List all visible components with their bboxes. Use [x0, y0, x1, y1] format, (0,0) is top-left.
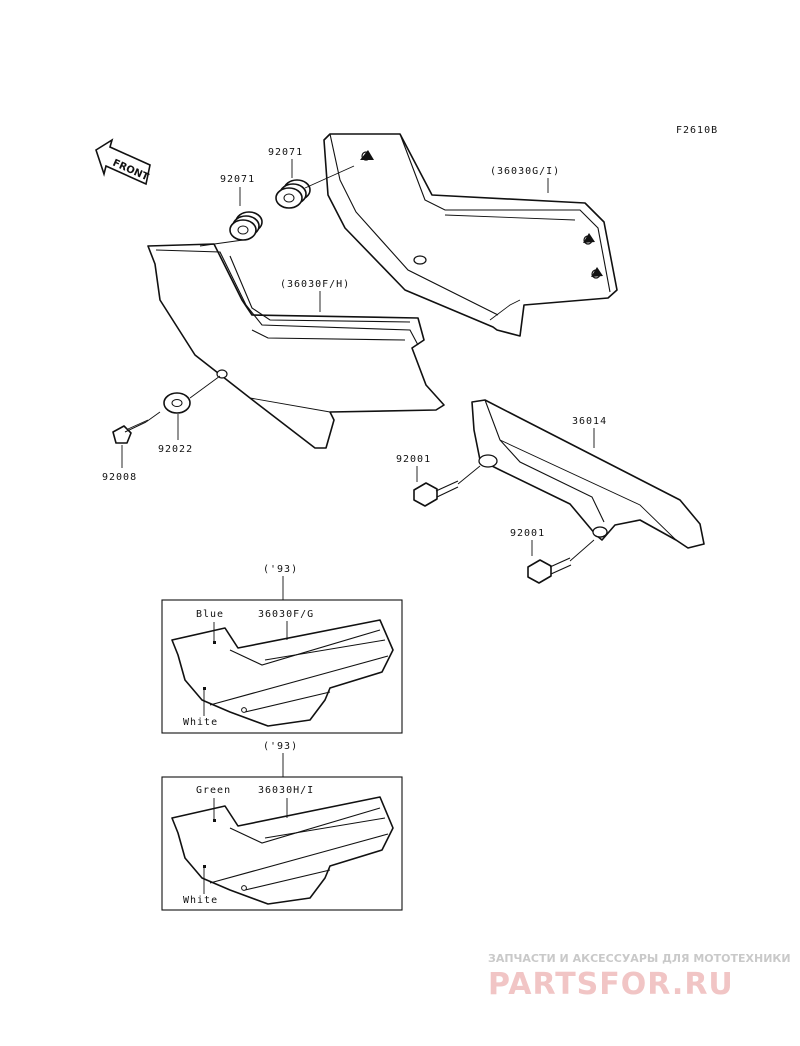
inset-blue: ('93) Blue 36030F/G White [161, 564, 403, 734]
left-side-cover [147, 243, 445, 449]
right-side-cover [323, 133, 618, 337]
inset-blue-year: ('93) [263, 564, 298, 575]
watermark: ЗАПЧАСТИ И АКСЕССУАРЫ ДЛЯ МОТОТЕХНИКИ PA… [488, 952, 791, 1002]
label-right-cover: (36030G/I) [490, 166, 560, 177]
label-bolt-b: 92001 [510, 528, 545, 539]
washer [163, 392, 191, 414]
label-screw: 92008 [102, 472, 137, 483]
inset-green-color-bottom: White [183, 895, 218, 906]
grommet-b [275, 179, 311, 209]
label-grommet-a: 92071 [220, 174, 255, 185]
label-washer: 92022 [158, 444, 193, 455]
inset-green-color-top: Green [196, 785, 231, 796]
grommet-a [229, 211, 263, 241]
watermark-tagline: ЗАПЧАСТИ И АКСЕССУАРЫ ДЛЯ МОТОТЕХНИКИ [488, 952, 791, 965]
inset-blue-color-bottom: White [183, 717, 218, 728]
inset-blue-part: 36030F/G [258, 609, 314, 620]
inset-green: ('93) Green 36030H/I White [161, 741, 403, 911]
chain-cover [471, 399, 705, 549]
bolt-b [527, 539, 595, 584]
label-left-cover: (36030F/H) [280, 279, 350, 290]
front-arrow-icon: FRONT [95, 138, 151, 186]
screw [112, 411, 161, 444]
inset-green-year: ('93) [263, 741, 298, 752]
watermark-logo: PARTSFOR.RU [488, 967, 734, 1002]
diagram-code: F2610B [676, 125, 718, 136]
label-bolt-a: 92001 [396, 454, 431, 465]
inset-green-part: 36030H/I [258, 785, 314, 796]
bolt-a [413, 465, 481, 507]
inset-blue-color-top: Blue [196, 609, 224, 620]
label-grommet-b: 92071 [268, 147, 303, 158]
label-chain-cover: 36014 [572, 416, 607, 427]
